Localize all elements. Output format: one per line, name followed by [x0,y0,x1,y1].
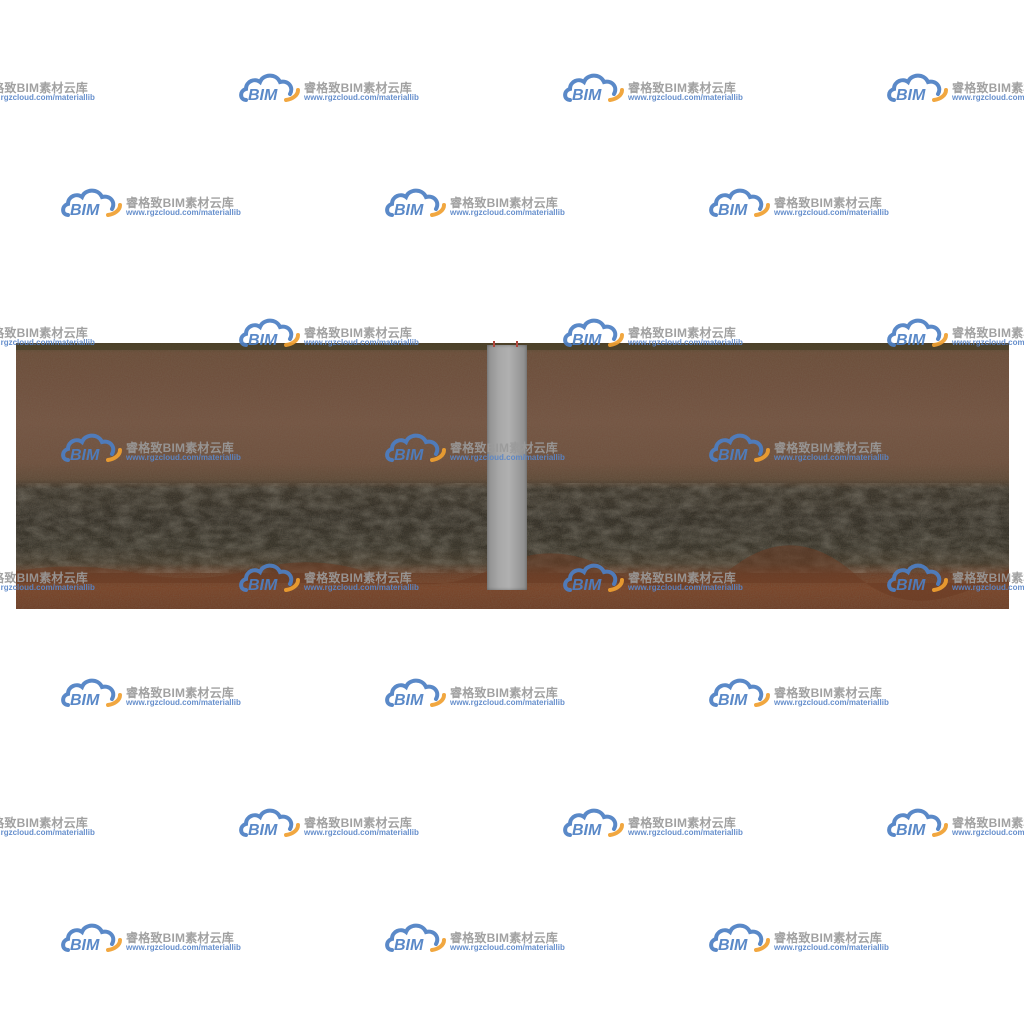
cloud-logo-icon [563,808,624,837]
watermark-brand: 睿格致BIM素材云库 [952,326,1024,340]
watermark-url: www.rgzcloud.com/materiallib [304,828,419,837]
cloud-logo-icon [709,923,770,952]
watermark-brand: 睿格致BIM素材云库 [774,686,882,700]
cloud-logo-icon [709,678,770,707]
watermark-brand: 睿格致BIM素材云库 [628,816,736,830]
watermark-brand: 睿格致BIM素材云库 [450,931,558,945]
cloud-logo-icon [61,923,122,952]
cloud-logo-icon [61,188,122,217]
cloud-logo-icon [385,678,446,707]
watermark-logo-text: BIM [718,202,748,219]
watermark-logo-text: BIM [394,202,424,219]
watermark-url: www.rgzcloud.com/materiallib [774,943,889,952]
watermark-brand: 睿格致BIM素材云库 [450,196,558,210]
watermark-brand: 睿格致BIM素材云库 [952,81,1024,95]
watermark-url: www.rgzcloud.com/materiallib [952,828,1024,837]
cloud-logo-icon [61,678,122,707]
cloud-logo-icon [239,808,300,837]
watermark-brand: 睿格致BIM素材云库 [952,816,1024,830]
watermark-brand: 睿格致BIM素材云库 [774,931,882,945]
watermark-brand: 睿格致BIM素材云库 [450,686,558,700]
cloud-logo-icon [887,73,948,102]
watermark-logo-text: BIM [70,937,100,954]
watermark-brand: 睿格致BIM素材云库 [304,81,412,95]
watermark-logo-text: BIM [718,692,748,709]
cloud-logo-icon [563,73,624,102]
watermark-logo-text: BIM [572,822,602,839]
watermark-brand: 睿格致BIM素材云库 [0,816,88,830]
watermark-url: www.rgzcloud.com/materiallib [952,93,1024,102]
watermark-logo-text: BIM [394,692,424,709]
watermark-brand: 睿格致BIM素材云库 [774,196,882,210]
cloud-logo-icon [709,188,770,217]
rebar-tip-right [516,341,518,347]
watermark-url: www.rgzcloud.com/materiallib [126,943,241,952]
watermark-brand: 睿格致BIM素材云库 [0,326,88,340]
cloud-logo-icon [239,73,300,102]
cloud-logo-icon [887,808,948,837]
concrete-pile [487,345,527,590]
watermark-brand: 睿格致BIM素材云库 [628,81,736,95]
watermark-logo-text: BIM [248,87,278,104]
watermark-logo-text: BIM [896,87,926,104]
watermark-url: www.rgzcloud.com/materiallib [628,93,743,102]
watermark: BIM睿格致BIM素材云库www.rgzcloud.com/materialli… [0,805,104,845]
watermark-url: www.rgzcloud.com/materiallib [450,943,565,952]
watermark-url: www.rgzcloud.com/materiallib [126,698,241,707]
watermark-url: www.rgzcloud.com/materiallib [0,93,95,102]
watermark: BIM 睿格致BIM素材云库www.rgzcloud.com/materialli… [886,805,1024,845]
cloud-logo-icon [385,923,446,952]
watermark-url: www.rgzcloud.com/materiallib [774,698,889,707]
watermark-brand: 睿格致BIM素材云库 [304,816,412,830]
watermark-logo-text: BIM [70,202,100,219]
watermark-url: www.rgzcloud.com/materiallib [126,208,241,217]
watermark-brand: 睿格致BIM素材云库 [0,81,88,95]
watermark: BIM 睿格致BIM素材云库www.rgzcloud.com/materialli… [886,70,1024,110]
watermark-logo-text: BIM [70,692,100,709]
watermark-url: www.rgzcloud.com/materiallib [628,828,743,837]
watermark-logo-text: BIM [896,822,926,839]
watermark-url: www.rgzcloud.com/materiallib [304,93,419,102]
watermark-url: www.rgzcloud.com/materiallib [774,208,889,217]
cloud-logo-icon [385,188,446,217]
watermark-brand: 睿格致BIM素材云库 [304,326,412,340]
watermark-brand: 睿格致BIM素材云库 [628,326,736,340]
watermark-brand: 睿格致BIM素材云库 [126,931,234,945]
watermark: BIM睿格致BIM素材云库www.rgzcloud.com/materialli… [0,70,104,110]
watermark-logo-text: BIM [394,937,424,954]
watermark-logo-text: BIM [718,937,748,954]
watermark-brand: 睿格致BIM素材云库 [126,196,234,210]
rebar-tip-left [493,341,495,347]
watermark-url: www.rgzcloud.com/materiallib [0,828,95,837]
watermark-logo-text: BIM [572,87,602,104]
watermark-brand: 睿格致BIM素材云库 [126,686,234,700]
watermark-logo-text: BIM [248,822,278,839]
watermark-url: www.rgzcloud.com/materiallib [450,698,565,707]
watermark-url: www.rgzcloud.com/materiallib [450,208,565,217]
